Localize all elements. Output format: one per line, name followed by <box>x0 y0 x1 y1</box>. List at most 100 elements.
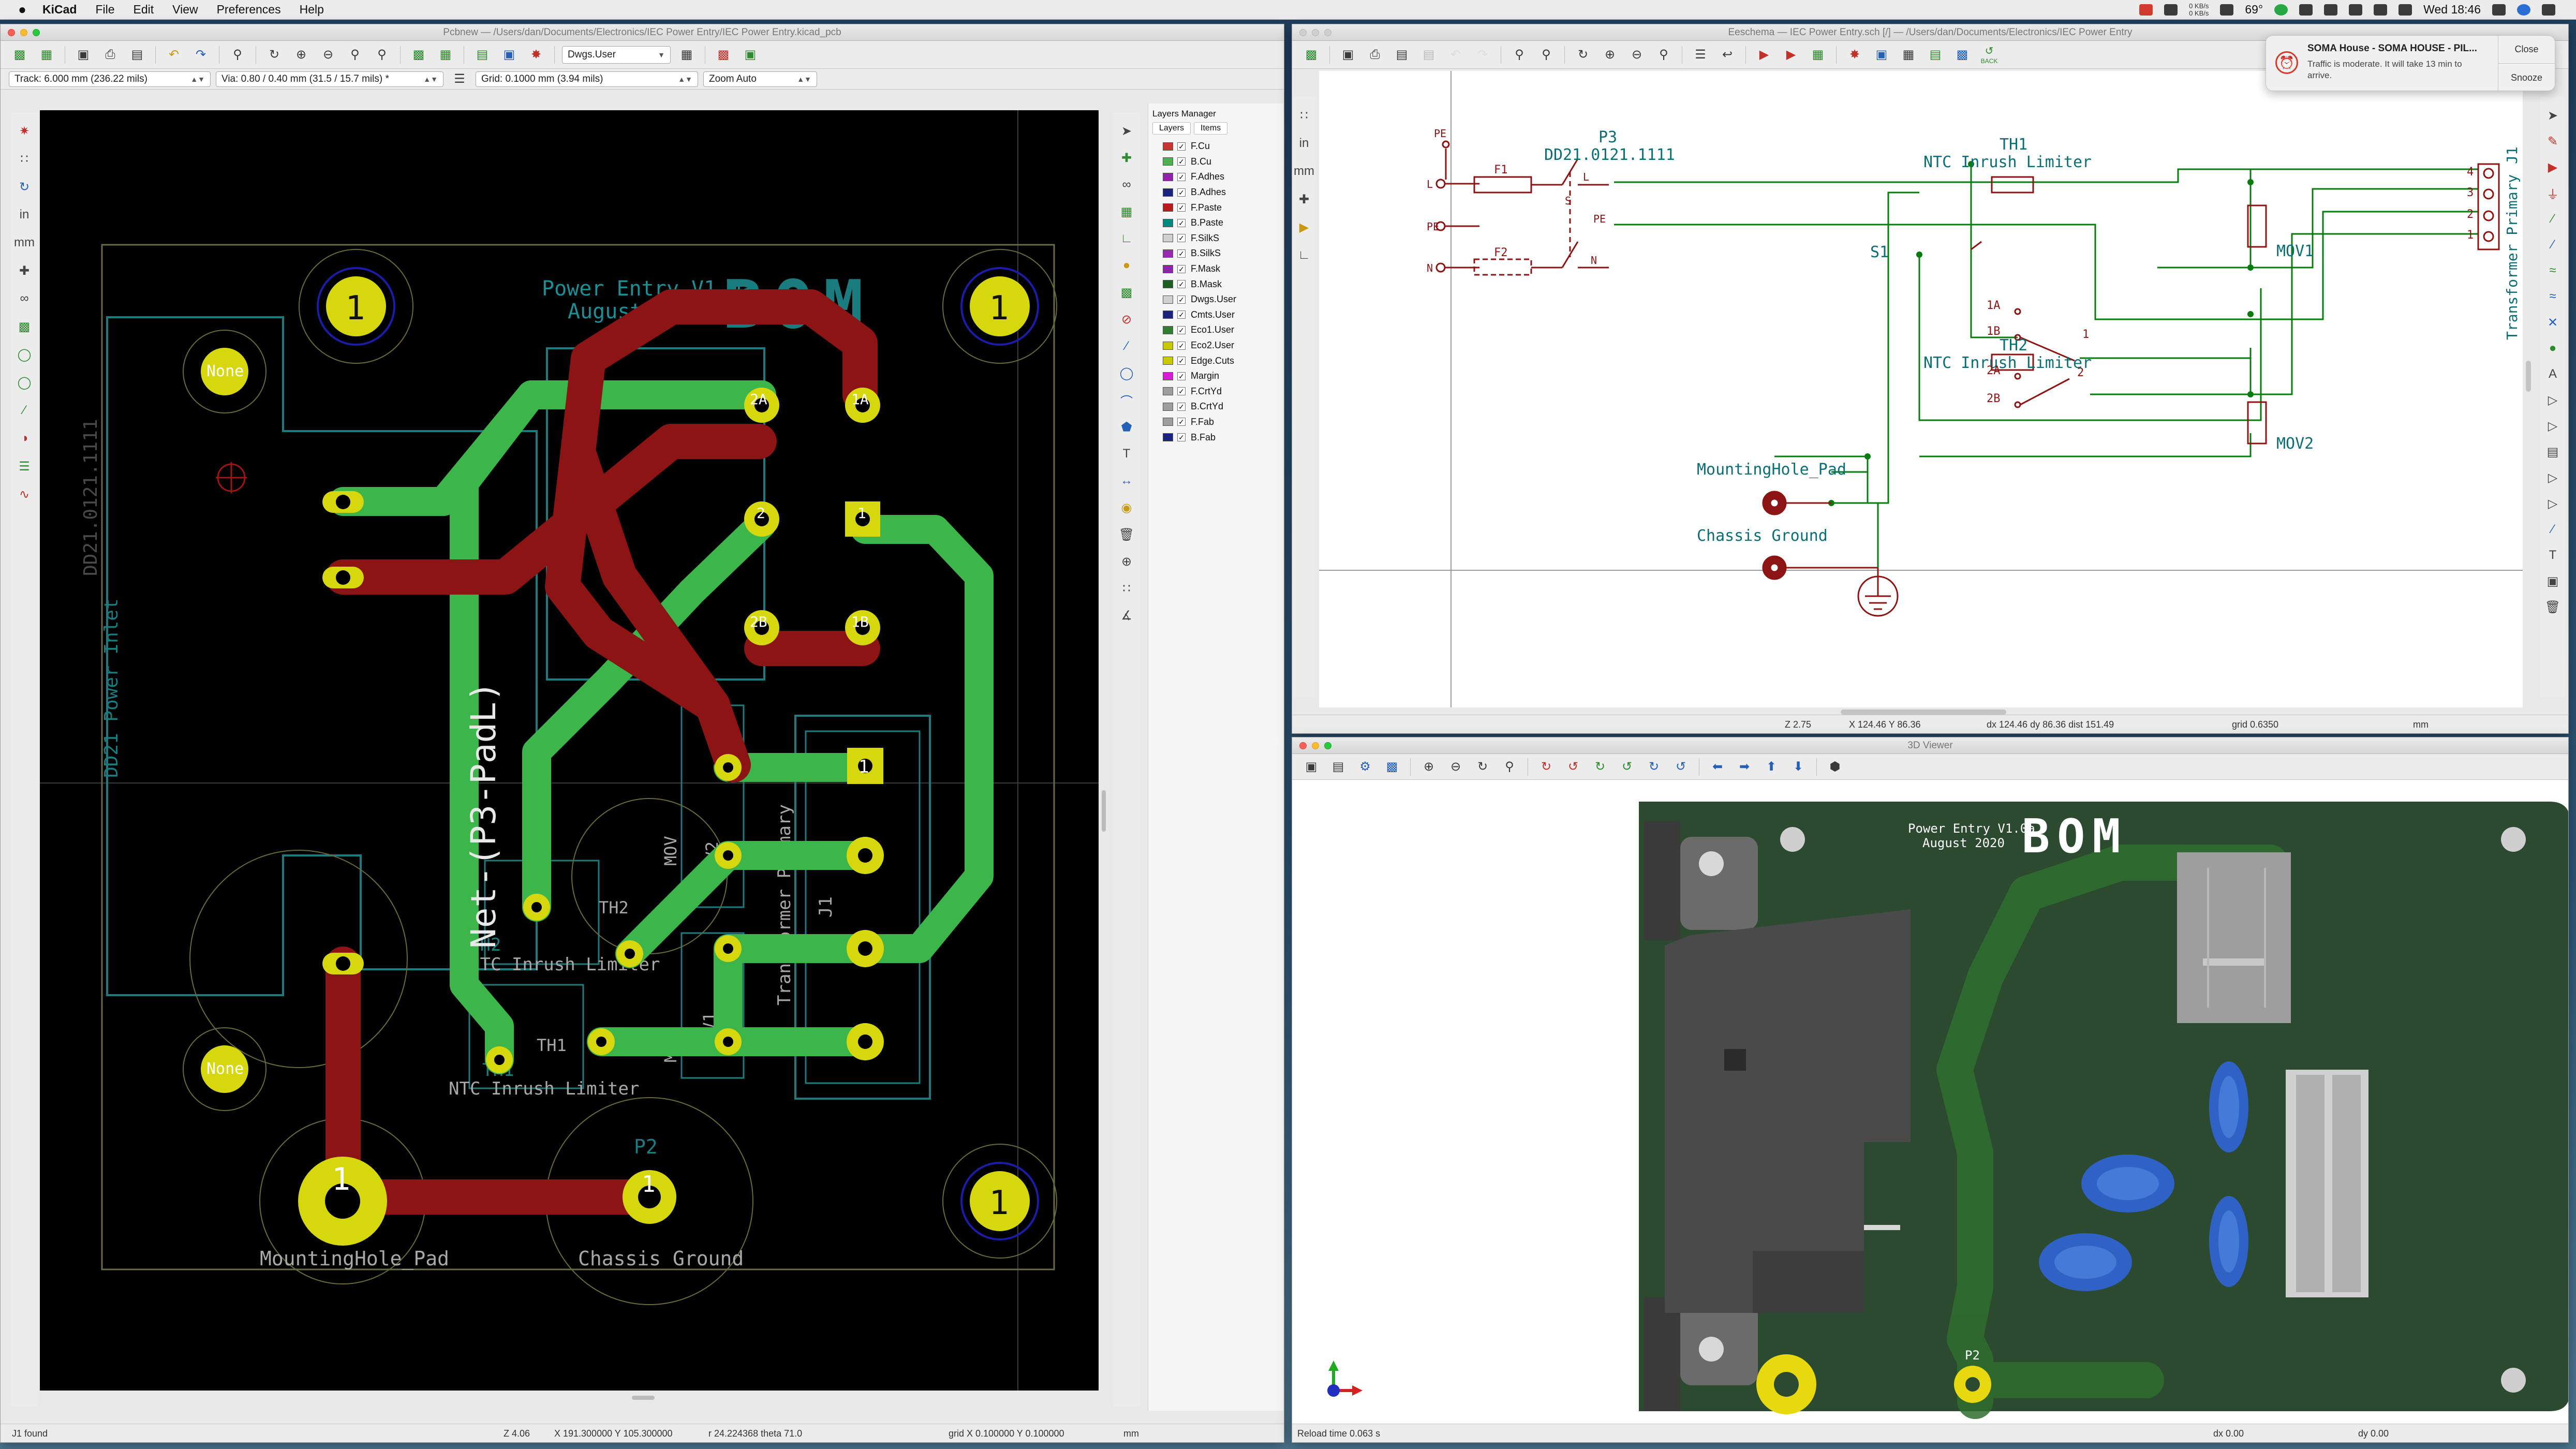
close-button[interactable] <box>1299 29 1307 36</box>
sch-add-bus-icon[interactable]: ∕ <box>2551 238 2554 252</box>
sch-delete-icon[interactable]: 🗑 <box>2544 600 2561 614</box>
high-contrast-icon[interactable]: ◑ <box>20 431 28 445</box>
layer-visibility-checkbox[interactable]: ✓ <box>1177 387 1186 396</box>
3d-move-left-icon[interactable]: ⬅ <box>1712 760 1723 774</box>
local-ratsnest-icon[interactable]: ∞ <box>1122 178 1131 191</box>
layer-row[interactable]: ✓Edge.Cuts <box>1148 353 1283 368</box>
layer-visibility-checkbox[interactable]: ✓ <box>1177 402 1186 411</box>
grid-select[interactable]: Grid: 0.1000 mm (3.94 mils)▲▼ <box>476 71 698 87</box>
sch-page-icon[interactable]: ▣ <box>1342 48 1354 62</box>
add-line-icon[interactable]: ∕ <box>1125 339 1128 353</box>
volume-icon[interactable] <box>2374 4 2388 16</box>
add-circle-icon[interactable]: ◯ <box>1119 366 1134 380</box>
menu-view[interactable]: View <box>172 3 198 16</box>
polar-coords-icon[interactable]: ↻ <box>19 180 30 194</box>
layer-row[interactable]: ✓F.Mask <box>1148 261 1283 277</box>
3d-ortho-icon[interactable]: ⬢ <box>1829 760 1841 774</box>
add-arc-icon[interactable]: ⌒ <box>1120 394 1133 409</box>
sch-no-connect-icon[interactable]: ✕ <box>2547 315 2558 330</box>
layer-row[interactable]: ✓B.SilkS <box>1148 246 1283 261</box>
drc-icon[interactable]: ✸ <box>530 48 542 62</box>
3d-zoom-fit-icon[interactable]: ⚲ <box>1505 760 1514 774</box>
3d-copy-icon[interactable]: ▤ <box>1332 760 1344 774</box>
layer-row[interactable]: ✓Eco1.User <box>1148 322 1283 338</box>
layer-color-swatch[interactable] <box>1163 249 1173 258</box>
sch-paste-icon[interactable]: ▤ <box>1423 48 1435 62</box>
layer-color-swatch[interactable] <box>1163 172 1173 181</box>
menu-preferences[interactable]: Preferences <box>216 3 281 16</box>
menu-app-kicad[interactable]: KiCad <box>42 3 77 16</box>
layer-visibility-checkbox[interactable]: ✓ <box>1177 372 1186 380</box>
select-icon[interactable]: ➤ <box>1121 124 1132 138</box>
cpu-icon[interactable] <box>2220 4 2234 16</box>
sch-zoom-out-icon[interactable]: ⊖ <box>1631 48 1642 62</box>
layer-visibility-checkbox[interactable]: ✓ <box>1177 341 1186 350</box>
track-sketch-icon[interactable]: ∕ <box>23 403 25 417</box>
sch-import-pin-icon[interactable]: ▷ <box>2548 496 2558 511</box>
sch-hidden-pins-icon[interactable]: ▶ <box>1299 220 1309 234</box>
pcb-vscrollbar[interactable] <box>1102 790 1106 832</box>
sch-bus-entry-icon[interactable]: ≈ <box>2549 289 2556 303</box>
3d-reload-icon[interactable]: ▣ <box>1305 760 1317 774</box>
sch-units-in-icon[interactable]: in <box>1299 136 1309 150</box>
menu-edit[interactable]: Edit <box>133 3 154 16</box>
route-track-icon[interactable]: ∟ <box>1120 231 1133 245</box>
sch-image-icon[interactable]: ▣ <box>2547 574 2559 588</box>
sch-hierarchy-icon[interactable]: ☰ <box>1695 48 1706 62</box>
notification[interactable]: ⏰ SOMA House - SOMA HOUSE - PIL... Traff… <box>2266 35 2555 92</box>
schematic-canvas[interactable]: P3 DD21.0121.1111 PE L PE N F1 F2 S L PE… <box>1319 71 2523 707</box>
layer-visibility-checkbox[interactable]: ✓ <box>1177 234 1186 243</box>
print-icon[interactable]: ⎙ <box>105 47 115 62</box>
sch-bus-angle-icon[interactable]: ∟ <box>1298 248 1310 262</box>
drc-marker-icon[interactable]: ✷ <box>19 124 30 138</box>
3d-redraw-icon[interactable]: ↻ <box>1477 760 1488 774</box>
tab-layers[interactable]: Layers <box>1152 122 1191 135</box>
layer-color-swatch[interactable] <box>1163 357 1173 365</box>
layer-visibility-checkbox[interactable]: ✓ <box>1177 218 1186 227</box>
notification-snooze-button[interactable]: Snooze <box>2498 64 2555 92</box>
set-origin-icon[interactable]: ⊕ <box>1121 554 1132 569</box>
app-tray-icon[interactable] <box>2164 4 2178 16</box>
sch-find-icon[interactable]: ⚲ <box>1515 48 1524 62</box>
menu-file[interactable]: File <box>95 3 115 16</box>
sch-highlight-icon[interactable]: ✎ <box>2547 134 2558 149</box>
sch-annotate-icon[interactable]: ▦ <box>1812 48 1824 62</box>
layer-visibility-checkbox[interactable]: ✓ <box>1177 326 1186 334</box>
layer-row[interactable]: ✓B.CrtYd <box>1148 399 1283 415</box>
sch-library-browser-icon[interactable]: ▶ <box>1786 48 1796 62</box>
layer-row[interactable]: ✓B.Adhes <box>1148 185 1283 200</box>
units-mm-icon[interactable]: mm <box>14 235 35 249</box>
layer-visibility-checkbox[interactable]: ✓ <box>1177 172 1186 181</box>
layer-row[interactable]: ✓Eco2.User <box>1148 338 1283 353</box>
add-zone-icon[interactable]: ▩ <box>1120 285 1133 300</box>
layer-visibility-checkbox[interactable]: ✓ <box>1177 418 1186 426</box>
via-size-select[interactable]: Via: 0.80 / 0.40 mm (31.5 / 15.7 mils) *… <box>216 71 443 87</box>
3d-rotate-y-ccw-icon[interactable]: ↺ <box>1621 760 1633 774</box>
layer-row[interactable]: ✓B.Mask <box>1148 276 1283 292</box>
auto-track-width-icon[interactable]: ☰ <box>454 72 465 86</box>
maximize-button[interactable] <box>1324 29 1331 36</box>
layer-visibility-checkbox[interactable]: ✓ <box>1177 203 1186 212</box>
microwave-icon[interactable]: ∿ <box>19 487 30 501</box>
3d-zoom-in-icon[interactable]: ⊕ <box>1423 760 1434 774</box>
footprint-library-icon[interactable]: ▦ <box>439 48 452 62</box>
layer-visibility-checkbox[interactable]: ✓ <box>1177 142 1186 151</box>
add-text-icon[interactable]: T <box>1122 447 1131 461</box>
undo-icon[interactable]: ↶ <box>168 48 180 62</box>
layer-row[interactable]: ✓F.Cu <box>1148 139 1283 154</box>
grid-toggle-icon[interactable]: ∷ <box>20 152 28 166</box>
search-icon[interactable] <box>2492 4 2506 16</box>
sch-print-icon[interactable]: ⎙ <box>1370 47 1380 62</box>
add-polygon-icon[interactable]: ⬟ <box>1121 420 1132 434</box>
layer-color-swatch[interactable] <box>1163 341 1173 350</box>
add-target-icon[interactable]: ◉ <box>1121 500 1132 515</box>
close-button[interactable] <box>1299 742 1307 749</box>
sch-wire-entry-icon[interactable]: ≈ <box>2549 263 2556 277</box>
delete-icon[interactable]: 🗑 <box>1118 527 1135 542</box>
layer-row[interactable]: ✓F.Fab <box>1148 415 1283 430</box>
layer-visibility-checkbox[interactable]: ✓ <box>1177 295 1186 304</box>
refresh-icon[interactable]: ↻ <box>269 48 280 62</box>
layer-color-swatch[interactable] <box>1163 310 1173 319</box>
footprint-editor-icon[interactable]: ▩ <box>412 48 425 62</box>
zoom-in-icon[interactable]: ⊕ <box>295 48 307 62</box>
